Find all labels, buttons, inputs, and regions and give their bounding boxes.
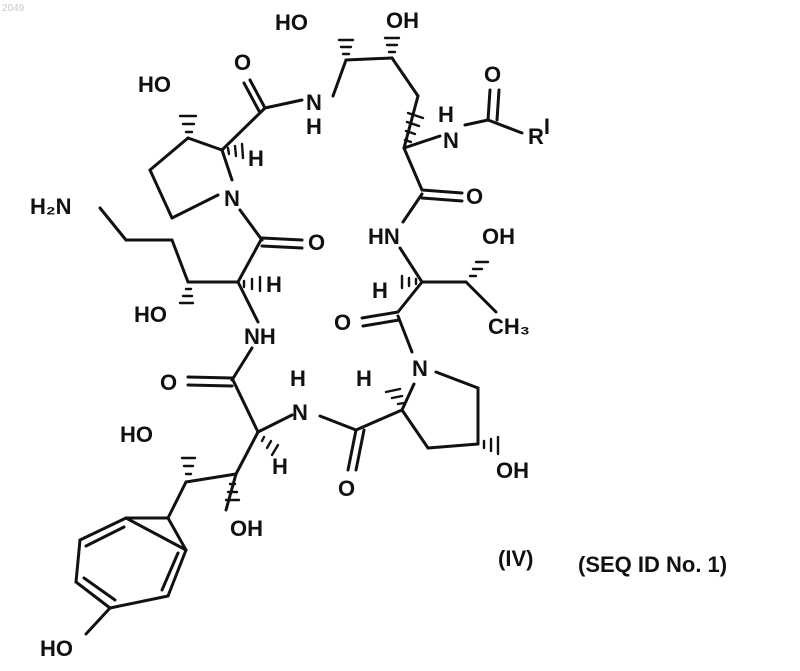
atom-labels: HO OH HO O N H H N O RI H H₂N N O O HN O… (30, 8, 550, 661)
atom-hn-thr: HN (368, 224, 400, 249)
atom-oh-pro2: OH (496, 458, 529, 483)
atom-oh-top-right: OH (386, 8, 419, 33)
atom-n-side-chain: N (443, 128, 459, 153)
atom-n-top: N (306, 90, 322, 115)
atom-o-orn-amide: O (308, 230, 325, 255)
atom-n-pro1: N (224, 186, 240, 211)
atom-ch3: CH₃ (488, 314, 530, 339)
atom-ho-homotyr: HO (120, 422, 153, 447)
atom-ho-phenol: HO (40, 636, 73, 661)
compound-label: (IV) (498, 546, 533, 571)
atom-h-top-n: H (306, 114, 322, 139)
atom-h-homotyr: H (272, 454, 288, 479)
atom-oh-thr: OH (482, 224, 515, 249)
atom-o-thr-amide: O (334, 310, 351, 335)
atom-o-lower-left-amide: O (160, 370, 177, 395)
atom-h-side-chain: H (438, 102, 454, 127)
atom-o-right-amide: O (466, 184, 483, 209)
atom-o-acyl: O (484, 62, 501, 87)
atom-h-pro2: H (356, 366, 372, 391)
atom-n-lower: N (292, 400, 308, 425)
atom-h2n: H₂N (30, 194, 72, 219)
atom-o-upper-amide: O (234, 50, 251, 75)
atom-h-pro1: H (248, 146, 264, 171)
sequence-label: (SEQ ID No. 1) (578, 552, 727, 577)
atom-h-thr-alpha: H (372, 278, 388, 303)
atom-r-group: RI (528, 114, 550, 149)
atom-n-pro2: N (412, 356, 428, 381)
atom-o-lower-amide: O (338, 476, 355, 501)
watermark: 2049 (2, 3, 25, 14)
atom-oh-homotyr: OH (230, 516, 263, 541)
atom-ho-pro1: HO (138, 72, 171, 97)
atom-h-nh-lower: H (290, 366, 306, 391)
atom-ho-top-left: HO (275, 10, 308, 35)
atom-nh-mid: NH (244, 324, 276, 349)
atom-h-orn: H (266, 272, 282, 297)
atom-ho-orn: HO (134, 302, 167, 327)
